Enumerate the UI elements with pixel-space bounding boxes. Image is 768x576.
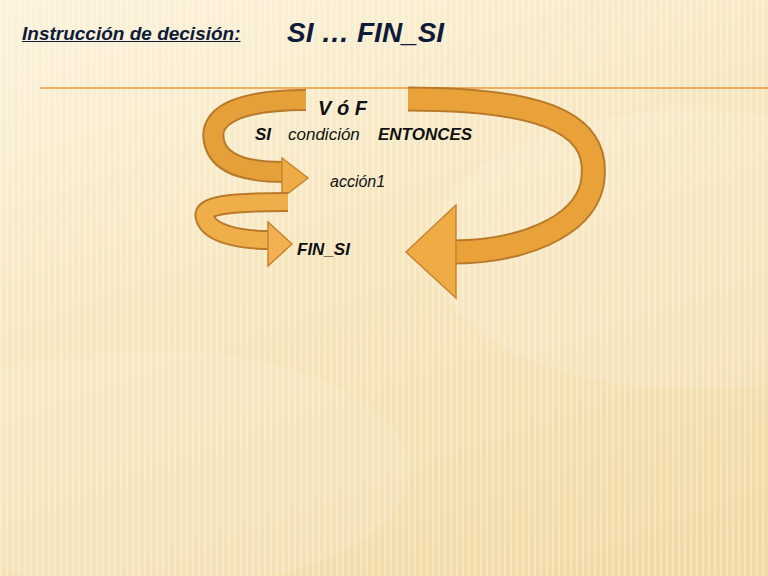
slide-title: Instrucción de decisión: [22,23,241,46]
title-rule [40,87,768,89]
condition-text: condición [288,125,360,145]
end-keyword: FIN_SI [297,240,350,260]
continue-arrow [204,202,292,266]
true-branch-arrow [213,100,308,198]
truth-values: V ó F [318,96,367,120]
action-text: acción1 [330,172,385,191]
keyword: SI [255,125,271,145]
background-shape [0,350,410,576]
title-keyword: SI … FIN_SI [287,16,444,50]
keyword: ENTONCES [378,125,472,145]
